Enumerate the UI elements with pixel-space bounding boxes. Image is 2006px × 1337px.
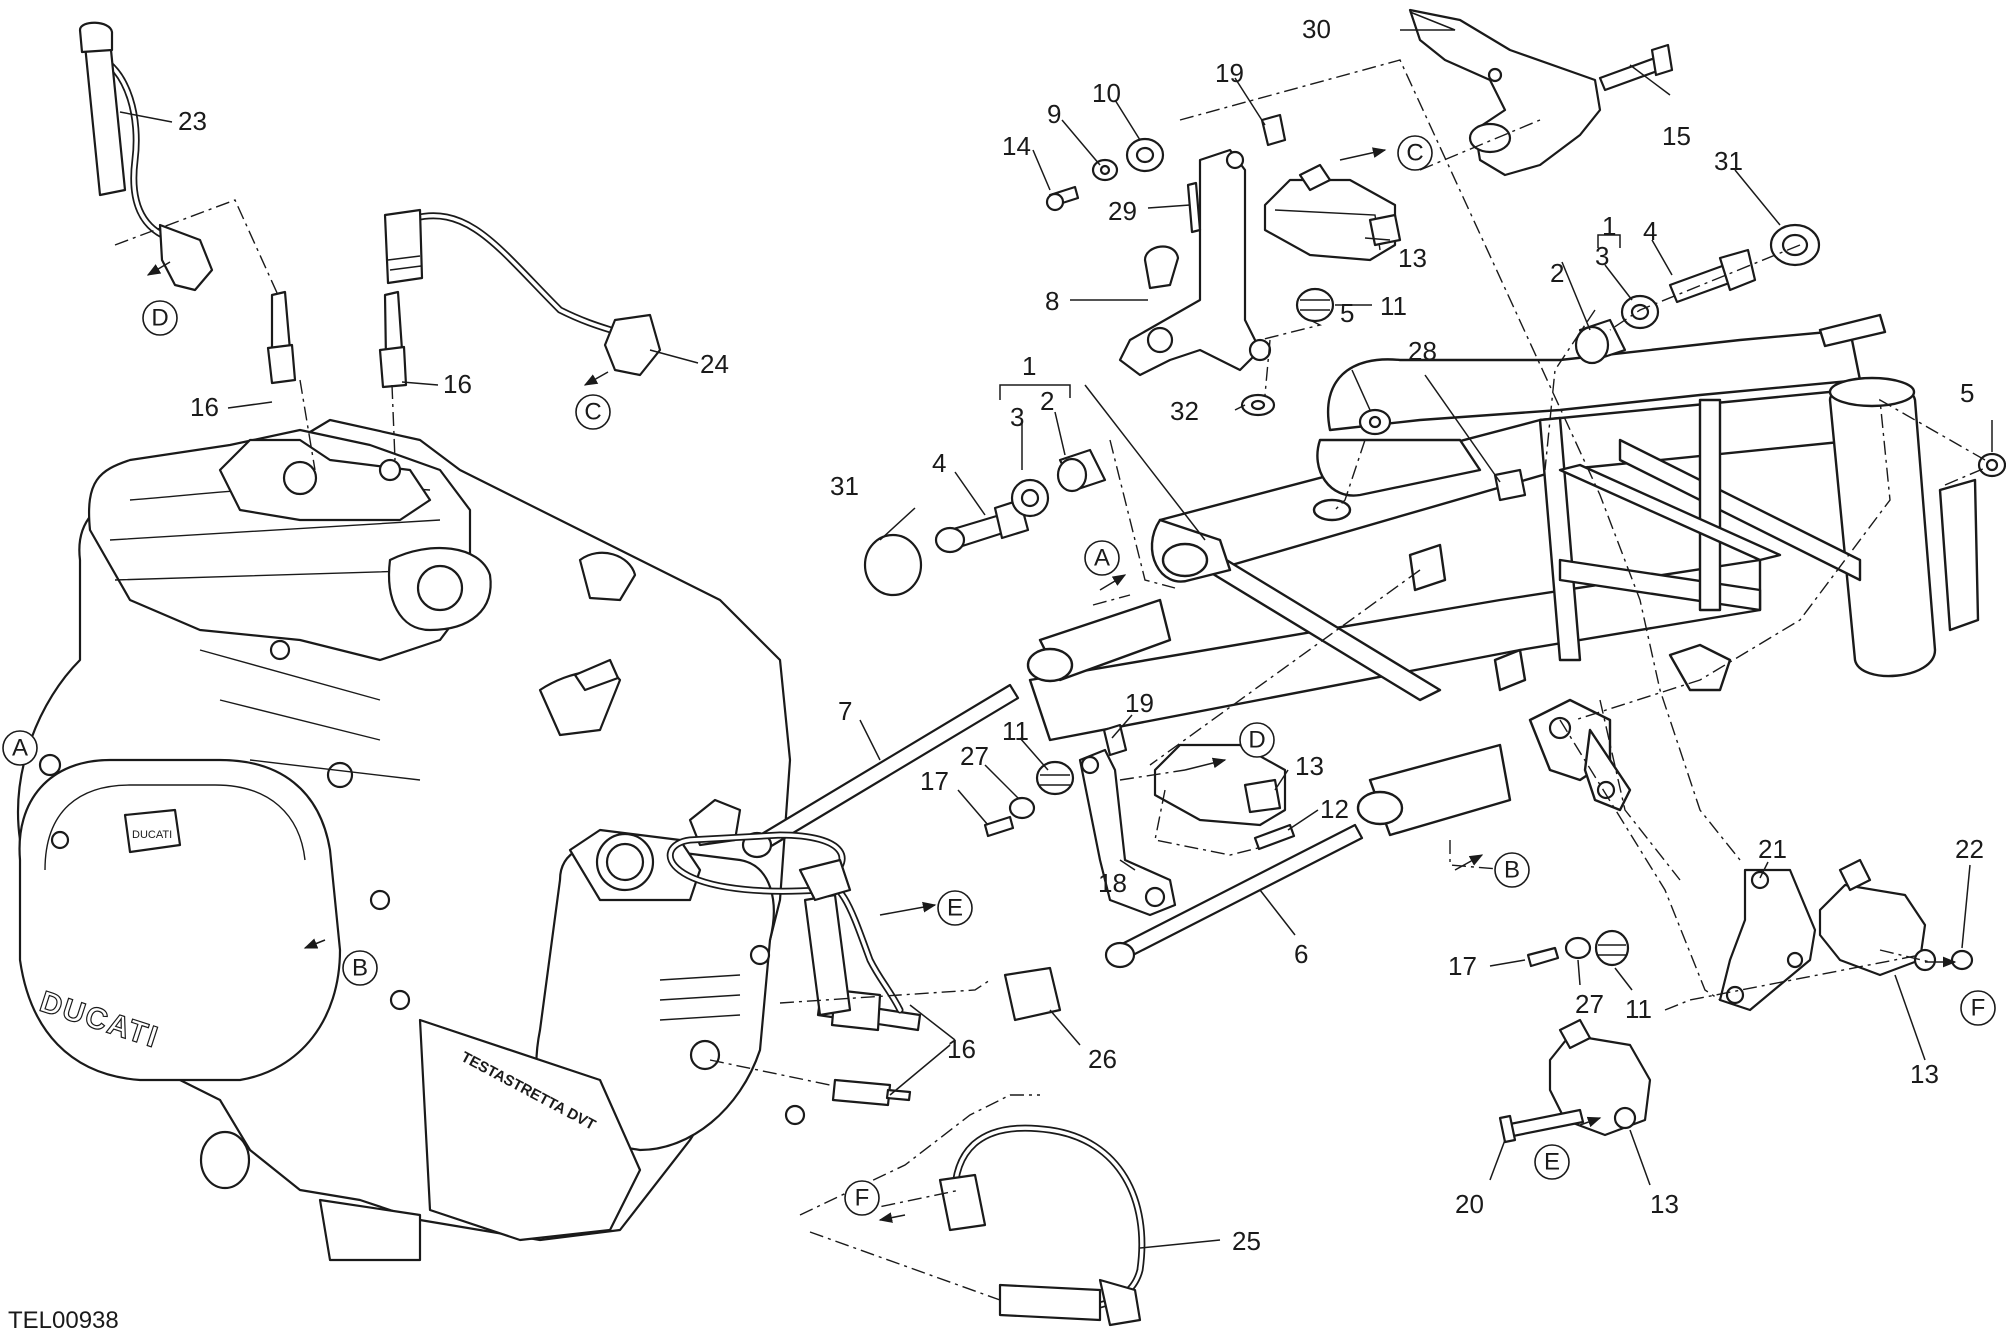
callout-18: 18: [1098, 868, 1127, 898]
callout-19-upper: 19: [1215, 58, 1244, 88]
callout-11-mid: 11: [1002, 716, 1029, 746]
callout-13-lower: 13: [1650, 1189, 1679, 1219]
callout-24: 24: [700, 349, 729, 379]
callout-11-upper: 11: [1380, 291, 1407, 321]
callout-22: 22: [1955, 834, 1984, 864]
ht-lead-23: [78, 21, 214, 292]
callout-4-left: 4: [932, 448, 946, 478]
callout-6: 6: [1294, 939, 1308, 969]
callout-28: 28: [1408, 336, 1437, 366]
ref-b-1: B: [352, 955, 368, 982]
drawing-code: TEL00938: [8, 1307, 119, 1334]
ref-b-2: B: [1504, 857, 1520, 884]
callout-11-lower: 11: [1625, 994, 1652, 1024]
callout-23: 23: [178, 106, 207, 136]
callout-16-head: 16: [443, 369, 472, 399]
bracket-18: [1078, 748, 1177, 917]
callout-16-left: 16: [190, 392, 219, 422]
callout-1-left: 1: [1022, 351, 1036, 381]
bracket-upper-8: [1118, 148, 1272, 377]
engine-assembly: DUCATI DUCATI TESTASTRETTA DVT: [16, 418, 806, 1262]
callout-10: 10: [1092, 78, 1121, 108]
ht-lead-25: [938, 1124, 1146, 1327]
ignition-coil-mid: [1153, 743, 1287, 827]
ref-c-2: C: [1406, 140, 1423, 167]
trellis-frame: [1026, 313, 1980, 837]
callout-2-right: 2: [1550, 258, 1564, 288]
callout-20: 20: [1455, 1189, 1484, 1219]
callout-labels: 30 19 10 9 14 29 13 8 11 32 15 31 1 2 3 …: [178, 14, 1984, 1256]
clip-19-upper: [1260, 113, 1287, 147]
cover-badge: DUCATI: [132, 829, 172, 841]
callout-4-right: 4: [1643, 216, 1657, 246]
callout-17-mid: 17: [920, 766, 949, 796]
callout-5-right: 5: [1960, 378, 1974, 408]
callout-30: 30: [1302, 14, 1331, 44]
callout-9: 9: [1047, 99, 1061, 129]
hardware-parts: [741, 43, 2006, 1144]
ref-a-2: A: [12, 735, 28, 762]
callout-26: 26: [1088, 1044, 1117, 1074]
callout-27-mid: 27: [960, 741, 989, 771]
callout-21: 21: [1758, 834, 1787, 864]
callout-5-upper: 5: [1340, 298, 1354, 328]
callout-13-right: 13: [1910, 1059, 1939, 1089]
callout-1-right: 1: [1602, 211, 1616, 241]
ref-d-1: D: [151, 305, 168, 332]
callout-7: 7: [838, 696, 852, 726]
leader-lines: [119, 11, 1993, 1249]
callout-32: 32: [1170, 396, 1199, 426]
callout-16-lower: 16: [947, 1034, 976, 1064]
ignition-coil-upper: [1263, 163, 1402, 262]
ht-lead-26: [666, 831, 1062, 1022]
callout-19-mid: 19: [1125, 688, 1154, 718]
callout-15: 15: [1662, 121, 1691, 151]
callout-13-mid: 13: [1295, 751, 1324, 781]
callout-17-lower: 17: [1448, 951, 1477, 981]
heat-shield-30: [1408, 8, 1602, 177]
ignition-coil-right: [1818, 858, 1937, 977]
callout-12: 12: [1320, 794, 1349, 824]
reference-arrows: [146, 147, 1957, 1223]
ref-e-1: E: [947, 895, 963, 922]
callout-2-left: 2: [1040, 386, 1054, 416]
callout-31-right: 31: [1714, 146, 1743, 176]
callout-29: 29: [1108, 196, 1137, 226]
callout-31-left: 31: [830, 471, 859, 501]
assembly-lines: [114, 59, 1986, 1301]
callout-3-right: 3: [1595, 241, 1609, 271]
ref-a-1: A: [1094, 545, 1110, 572]
ref-f-1: F: [1971, 995, 1986, 1022]
bracket-21: [1718, 868, 1817, 1012]
clip-19-mid: [1102, 723, 1128, 757]
callout-25: 25: [1232, 1226, 1261, 1256]
callout-3-left: 3: [1010, 402, 1024, 432]
callout-14: 14: [1002, 131, 1031, 161]
ref-c-1: C: [584, 399, 601, 426]
callout-8: 8: [1045, 286, 1059, 316]
callout-13-upper: 13: [1398, 243, 1427, 273]
callout-27-lower: 27: [1575, 989, 1604, 1019]
reference-markers: D C C D A A B B E E F F: [2, 135, 1996, 1216]
ref-d-2: D: [1248, 727, 1265, 754]
ht-lead-24: [383, 208, 662, 377]
ref-e-2: E: [1544, 1149, 1560, 1176]
ref-f-2: F: [855, 1185, 870, 1212]
